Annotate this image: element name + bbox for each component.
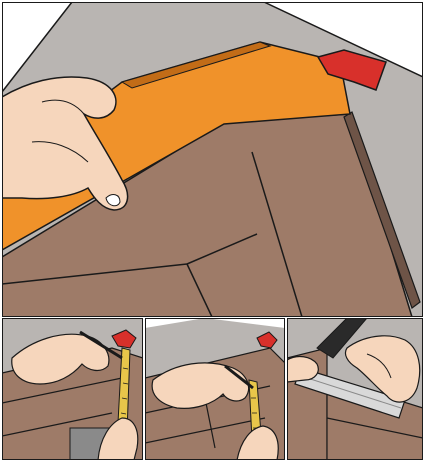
step-3-panel	[287, 318, 423, 460]
hand-icon	[287, 357, 318, 382]
step-1-panel	[2, 318, 143, 460]
main-illustration	[2, 2, 423, 317]
step-3-illustration	[287, 318, 423, 460]
step-2-illustration	[145, 318, 285, 460]
main-illustration-panel	[2, 2, 423, 317]
step-1-illustration	[2, 318, 143, 460]
step-2-panel	[145, 318, 285, 460]
